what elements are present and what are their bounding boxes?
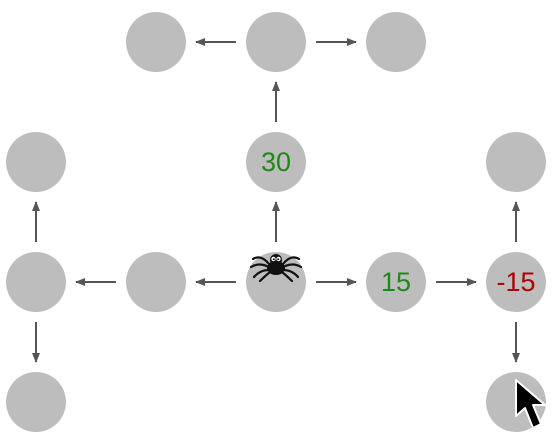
node-middle-left[interactable] xyxy=(126,252,186,312)
node-top-right[interactable] xyxy=(366,12,426,72)
node-value: 15 xyxy=(380,266,412,297)
node-upper-center[interactable]: 30 xyxy=(246,132,306,192)
spider-icon xyxy=(249,254,303,282)
node-middle-far-left[interactable] xyxy=(6,252,66,312)
node-top-left[interactable] xyxy=(126,12,186,72)
node-value: 30 xyxy=(260,146,292,177)
mouse-cursor-icon xyxy=(515,379,546,429)
node-upper-left[interactable] xyxy=(6,132,66,192)
node-upper-right[interactable] xyxy=(486,132,546,192)
node-value: -15 xyxy=(496,266,536,297)
node-top-center[interactable] xyxy=(246,12,306,72)
node-middle-far-right[interactable]: -15 xyxy=(486,252,546,312)
node-middle-right[interactable]: 15 xyxy=(366,252,426,312)
node-bottom-left[interactable] xyxy=(6,372,66,432)
